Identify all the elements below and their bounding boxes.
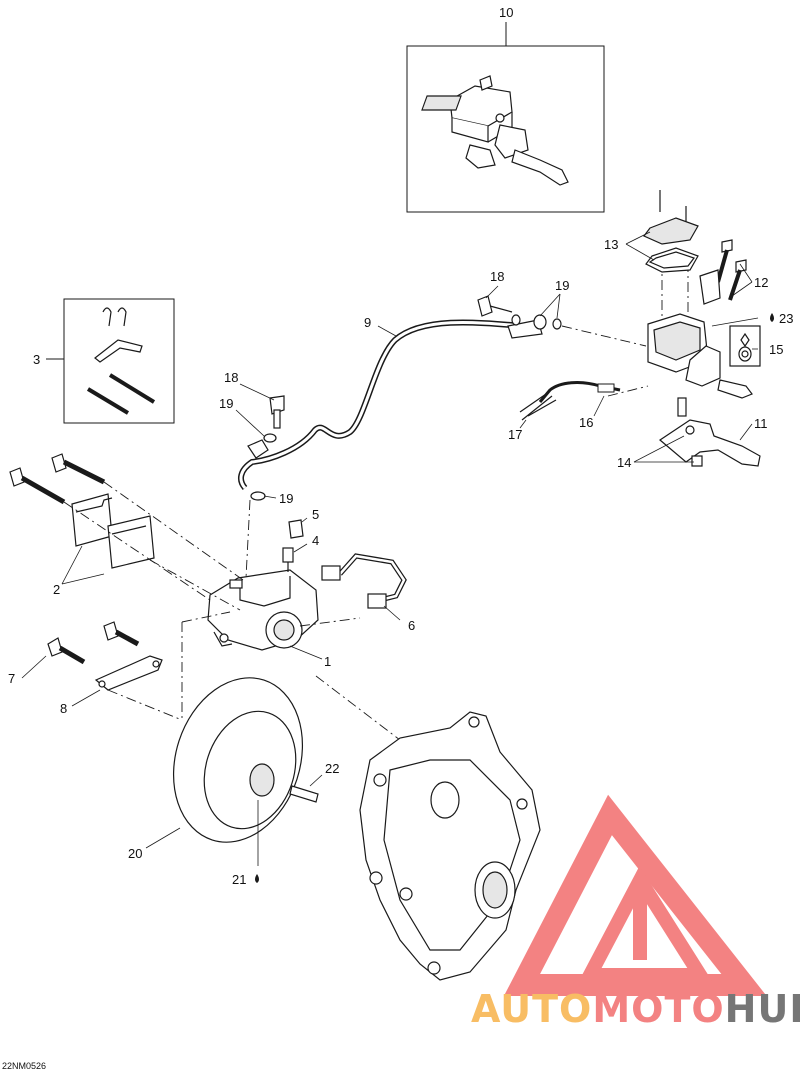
clip-17 <box>519 393 557 421</box>
brake-disc-20 <box>172 677 304 843</box>
callout-7: 7 <box>8 671 15 686</box>
callout-14: 14 <box>617 455 631 470</box>
brake-lever-11 <box>659 397 761 467</box>
callout-4: 4 <box>312 533 319 548</box>
callout-19-middle: 19 <box>219 396 233 411</box>
bleeder-cap-5 <box>288 519 304 539</box>
callout-9: 9 <box>364 315 371 330</box>
callout-18-upper: 18 <box>490 269 504 284</box>
callout-19-lower: 19 <box>279 491 293 506</box>
bleeder-screw-4 <box>282 547 294 572</box>
banjo-bolt-18-lower <box>250 395 285 501</box>
callout-15: 15 <box>769 342 783 357</box>
chaincase-housing <box>359 711 541 981</box>
key-22 <box>289 785 319 803</box>
callout-11: 11 <box>754 416 768 431</box>
part-3-inset-box <box>46 298 175 424</box>
bolts-7 <box>47 621 140 665</box>
master-cylinder-assembly-illustration <box>421 75 569 186</box>
callout-3: 3 <box>33 352 40 367</box>
brake-pads-2 <box>71 493 155 569</box>
watermark-logo: AUTOMOTOHUB <box>471 794 800 1031</box>
brake-line-9 <box>237 319 543 490</box>
callout-23: 23 <box>779 311 793 326</box>
callout-6: 6 <box>408 618 415 633</box>
seal-15 <box>729 325 761 367</box>
oil-drop-icon-2 <box>255 874 259 883</box>
callout-1: 1 <box>324 654 331 669</box>
callout-13: 13 <box>604 237 618 252</box>
callout-19-upper: 19 <box>555 278 569 293</box>
callout-18-lower: 18 <box>224 370 238 385</box>
lock-plate-8 <box>94 655 163 691</box>
callout-10: 10 <box>499 5 513 20</box>
triangle-logo-icon <box>503 794 767 996</box>
oil-drop-icon <box>770 313 774 322</box>
callout-21: 21 <box>232 872 246 887</box>
pivot-bolts-12 <box>699 239 747 305</box>
leader-lines <box>21 231 759 866</box>
callout-labels: 10 3 9 18 19 13 12 23 15 11 14 16 17 18 … <box>2 5 793 1071</box>
cable-16 <box>538 381 621 403</box>
callout-16: 16 <box>579 415 593 430</box>
caliper-bolts <box>9 453 106 505</box>
callout-22: 22 <box>325 761 339 776</box>
crossover-tube-6 <box>321 553 407 609</box>
diagram-reference-code: 22NM0526 <box>2 1061 46 1071</box>
brand-hub: HUB <box>725 987 800 1031</box>
part-10-inset-box <box>406 22 605 213</box>
brand-auto: AUTO <box>471 987 592 1031</box>
caliper-1 <box>207 569 319 651</box>
svg-text:AUTOMOTOHUB: AUTOMOTOHUB <box>471 987 800 1031</box>
callout-8: 8 <box>60 701 67 716</box>
callout-5: 5 <box>312 507 319 522</box>
alignment-lines <box>63 260 689 741</box>
banjo-bolt-18-upper <box>477 295 562 330</box>
pad-pin-kit-illustration <box>86 307 156 415</box>
reservoir-cover-13 <box>643 190 699 273</box>
callout-17: 17 <box>508 427 522 442</box>
master-cylinder-body <box>647 313 753 399</box>
callout-12: 12 <box>754 275 768 290</box>
brand-moto: MOTO <box>592 987 724 1031</box>
callout-20: 20 <box>128 846 142 861</box>
callout-2: 2 <box>53 582 60 597</box>
